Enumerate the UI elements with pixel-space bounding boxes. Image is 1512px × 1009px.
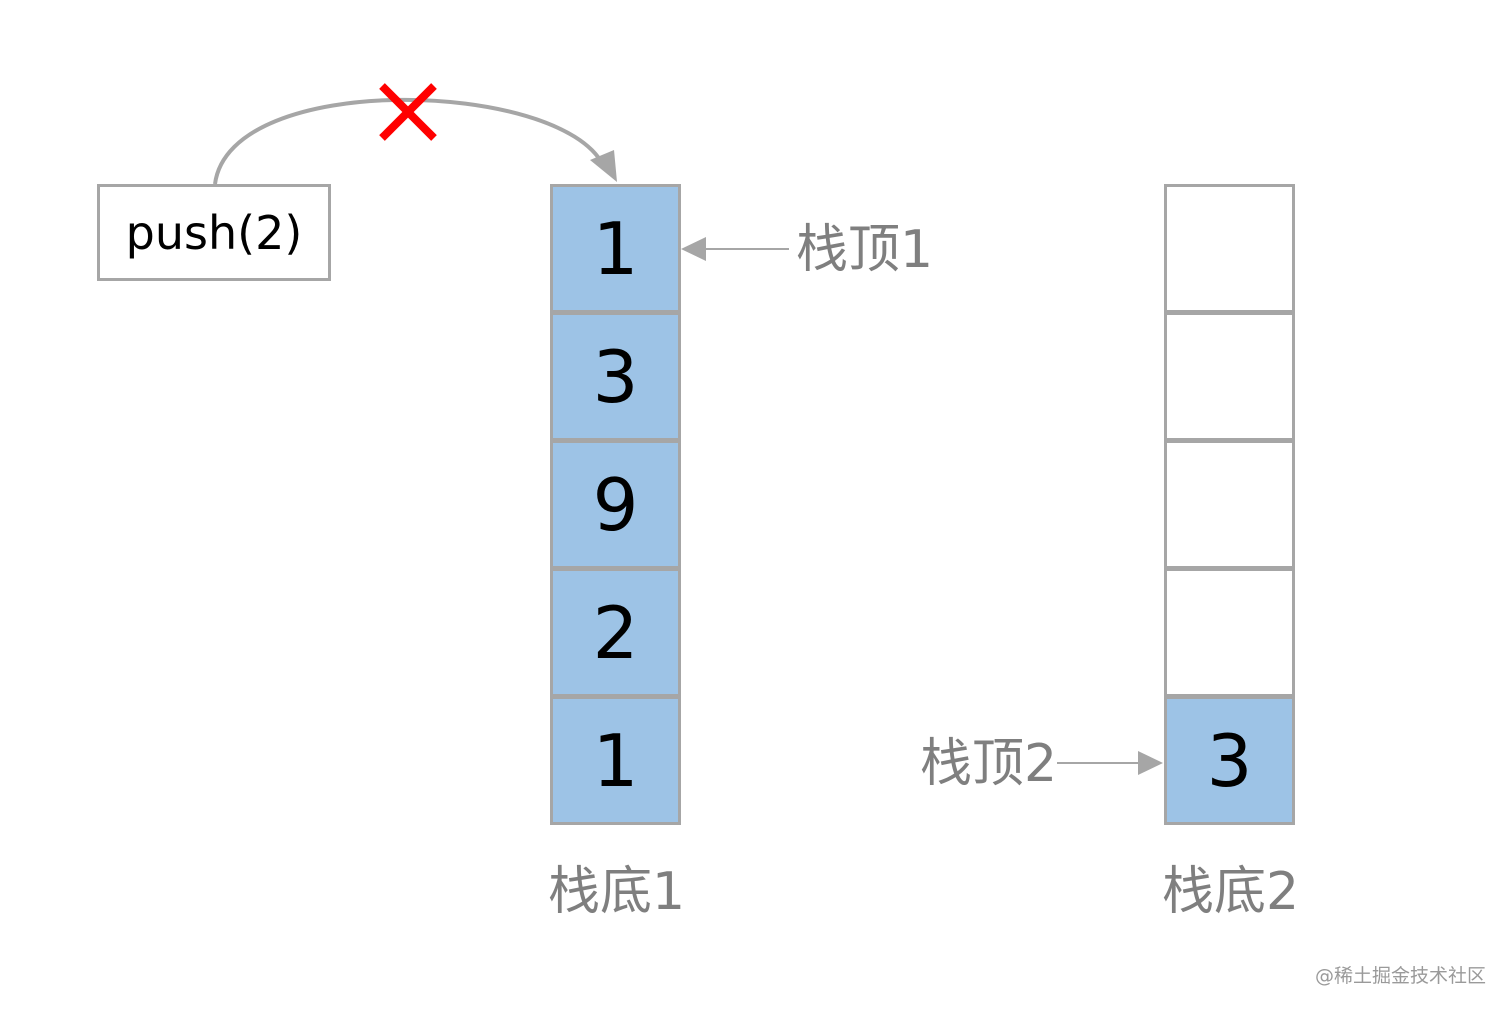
stack1-cell-value: 1 [592,206,639,291]
watermark: @稀土掘金技术社区 [1314,965,1486,987]
stack1-cell-value: 9 [592,462,639,547]
push-arrowhead-icon [590,150,617,182]
stack1-cell: 1 [550,184,681,313]
stack-2: 3 [1164,184,1295,825]
push-operation-box: push(2) [97,184,331,281]
stack1-bottom-label: 栈底1 [548,862,686,922]
stack1-cell: 1 [550,696,681,825]
stack2-cell [1164,568,1295,697]
top2-arrowhead-icon [1138,751,1163,775]
stack2-cell [1164,312,1295,441]
push-operation-label: push(2) [125,205,303,260]
stack1-cell-value: 3 [592,334,639,419]
top1-arrowhead-icon [681,237,706,261]
stack1-cell-value: 2 [592,590,639,675]
red-x-icon [379,83,437,141]
stack2-cell: 3 [1164,696,1295,825]
stack1-cell-value: 1 [592,718,639,803]
stack1-top-label: 栈顶1 [796,220,934,280]
stack2-top-label: 栈顶2 [920,734,1058,794]
stack2-cell [1164,440,1295,569]
stack2-cell-value: 3 [1206,718,1253,803]
stack1-cell: 3 [550,312,681,441]
stack1-cell: 9 [550,440,681,569]
stack2-cell [1164,184,1295,313]
stack1-cell: 2 [550,568,681,697]
stack2-bottom-label: 栈底2 [1162,862,1300,922]
stack-1: 1 3 9 2 1 [550,184,681,825]
